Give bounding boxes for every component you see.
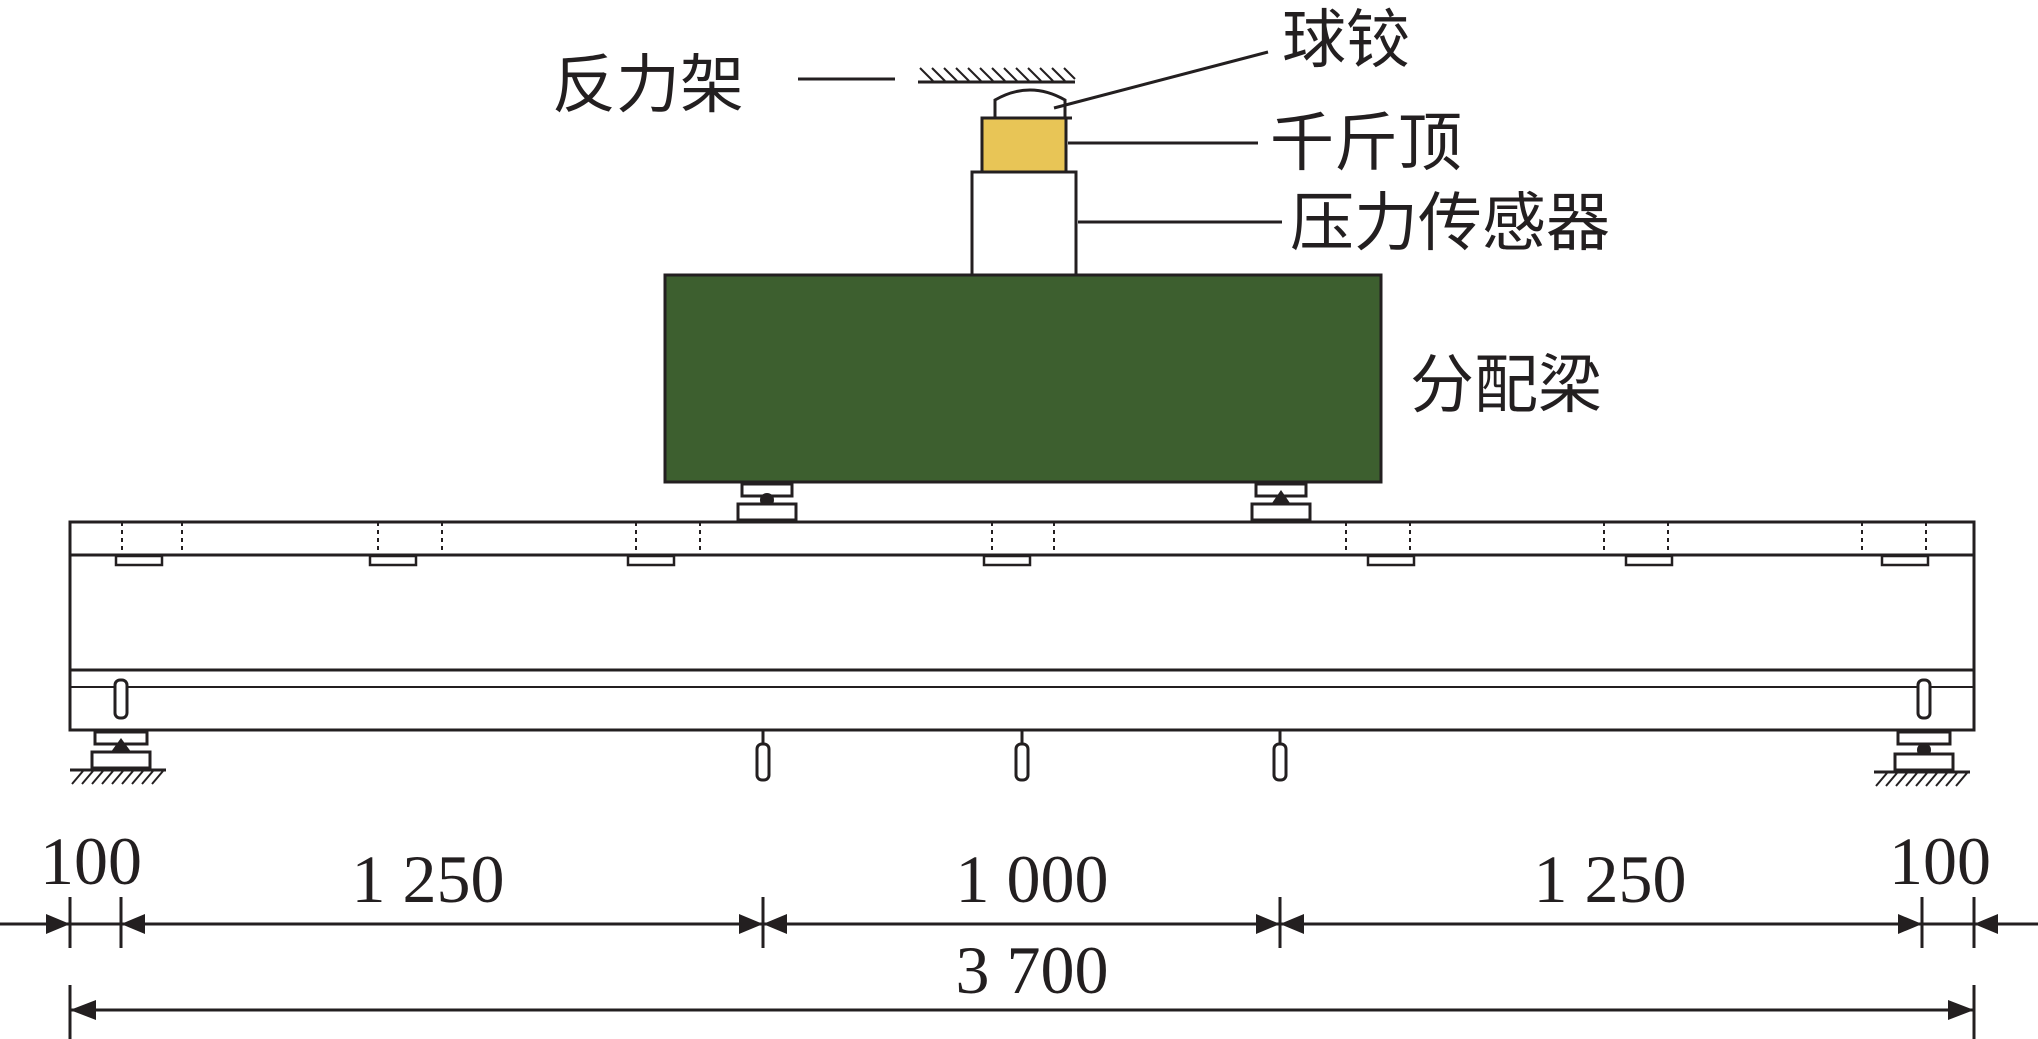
leader-ball-hinge bbox=[1053, 50, 1269, 110]
loading-support-right bbox=[1250, 482, 1312, 522]
dimension-line-total bbox=[68, 985, 1976, 1039]
jack bbox=[980, 116, 1068, 174]
label-pressure-sensor: 压力传感器 bbox=[1290, 187, 1610, 261]
reaction-frame bbox=[918, 67, 1076, 84]
displacement-gauges bbox=[113, 678, 1932, 782]
loading-support-left bbox=[736, 482, 798, 522]
dim-pure-bending-span: 1 000 bbox=[956, 841, 1109, 917]
gauge-blocks bbox=[114, 554, 1930, 567]
right-support bbox=[1874, 730, 1970, 787]
leader-lines bbox=[798, 50, 1282, 224]
label-ball-hinge: 球铰 bbox=[1282, 4, 1410, 78]
test-beam bbox=[68, 520, 1976, 732]
label-distribution-beam: 分配梁 bbox=[1410, 349, 1602, 423]
dim-left-shear-span: 1 250 bbox=[352, 841, 505, 917]
dim-left-overhang: 100 bbox=[40, 823, 142, 899]
label-jack: 千斤顶 bbox=[1270, 107, 1462, 181]
left-support bbox=[70, 730, 166, 785]
dim-right-overhang: 100 bbox=[1889, 823, 1991, 899]
strain-gauges bbox=[121, 522, 1927, 555]
dimension-line-segments bbox=[0, 897, 2038, 948]
label-reaction-frame: 反力架 bbox=[552, 49, 744, 123]
pressure-sensor bbox=[970, 170, 1078, 277]
dim-total-length: 3 700 bbox=[956, 932, 1109, 1008]
distribution-beam bbox=[663, 273, 1383, 484]
ball-hinge bbox=[988, 88, 1072, 120]
dim-right-shear-span: 1 250 bbox=[1534, 841, 1687, 917]
